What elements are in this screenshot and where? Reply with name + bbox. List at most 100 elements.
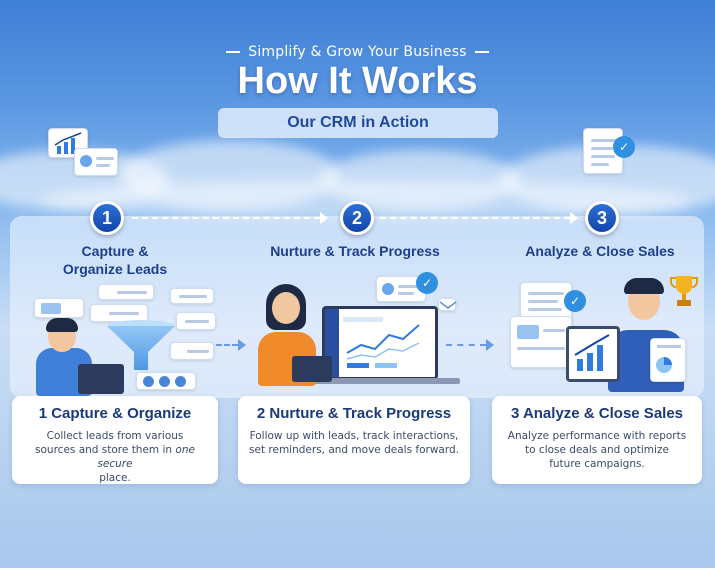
line — [591, 139, 617, 142]
line-chart-icon — [343, 317, 420, 368]
line — [187, 350, 209, 353]
step-badge-3: 3 — [585, 201, 619, 235]
line — [398, 292, 414, 295]
page-title: How It Works — [237, 60, 478, 102]
pie-chart-icon — [656, 345, 681, 373]
bottom-clouds — [0, 490, 715, 568]
step-heading-2: Nurture & Track Progress — [270, 243, 440, 259]
connector-1-2 — [132, 217, 320, 219]
flow-connector — [216, 344, 238, 346]
clipboard-icon — [566, 326, 620, 382]
line — [96, 164, 110, 167]
step-card-1-title: 1 Capture & Organize — [38, 405, 192, 422]
line — [179, 295, 207, 298]
card-text: Collect leads from various — [46, 430, 184, 442]
dash-left — [226, 51, 241, 53]
step-heading-1-line2: Organize Leads — [62, 261, 168, 277]
line — [398, 285, 420, 288]
line — [185, 320, 209, 323]
person-hair — [624, 278, 664, 294]
connector-2-3 — [380, 217, 570, 219]
analyze-sales-illustration: ✓ — [500, 268, 700, 394]
line — [591, 163, 609, 166]
line — [117, 291, 147, 294]
avatar-icon — [143, 376, 154, 387]
line — [591, 155, 615, 158]
checklist-document-icon: ✓ — [583, 128, 643, 178]
card-text: Analyze performance with reports — [507, 430, 687, 442]
arrow-right-icon — [320, 212, 328, 224]
laptop-base — [312, 378, 460, 384]
card-text: place. — [99, 472, 131, 484]
line — [109, 312, 139, 315]
line — [528, 300, 558, 303]
laptop-icon — [292, 356, 332, 382]
subtitle: Our CRM in Action — [218, 108, 498, 138]
line — [591, 147, 613, 150]
step-badge-2: 2 — [340, 201, 374, 235]
card-text: future campaigns. — [549, 458, 645, 470]
dash-right — [474, 51, 489, 53]
analytics-panel — [510, 316, 572, 368]
person-hair — [46, 318, 78, 332]
step-card-2: 2 Nurture & Track Progress Follow up wit… — [238, 396, 470, 484]
contact-card — [74, 148, 118, 176]
kicker-text: Simplify & Grow Your Business — [248, 44, 467, 60]
avatar-icon — [175, 376, 186, 387]
nurture-progress-illustration: ✓ — [240, 270, 470, 390]
step-heading-1-line1: Capture & — [81, 243, 149, 259]
step-card-3-title: 3 Analyze & Close Sales — [510, 405, 684, 422]
card-text: set reminders, and move deals forward. — [249, 444, 459, 456]
card-text-emphasis: one secure — [97, 444, 195, 470]
avatar-icon — [159, 376, 170, 387]
arrow-right-icon — [486, 339, 494, 351]
card-text: Follow up with leads, track interactions… — [249, 430, 459, 442]
line — [528, 292, 564, 295]
envelope-icon — [438, 298, 457, 311]
avatar-icon — [382, 283, 394, 295]
arrow-right-icon — [238, 339, 246, 351]
trophy-icon — [670, 276, 698, 306]
line — [543, 329, 565, 332]
card-text: sources and store them in — [35, 444, 173, 456]
header-kicker: Simplify & Grow Your Business — [0, 44, 715, 60]
flow-connector — [446, 344, 486, 346]
image-icon — [517, 325, 539, 339]
step-badge-1: 1 — [90, 201, 124, 235]
document — [583, 128, 623, 174]
cloud — [320, 150, 520, 210]
pie-report-document — [650, 338, 686, 382]
laptop-icon — [78, 364, 124, 394]
checkmark-icon: ✓ — [564, 290, 586, 312]
step-heading-1: Capture & Organize Leads — [30, 242, 200, 278]
bar-chart-icon — [574, 334, 610, 371]
person-head — [272, 292, 300, 324]
chart-and-contact-card-icon — [48, 128, 120, 178]
step-card-3: 3 Analyze & Close Sales Analyze performa… — [492, 396, 702, 484]
arrow-right-icon — [570, 212, 578, 224]
capture-leads-illustration — [20, 280, 230, 398]
step-card-3-text: Analyze performance with reports to clos… — [492, 429, 702, 471]
line — [517, 347, 565, 350]
lead-card — [170, 288, 214, 304]
lead-card — [170, 342, 214, 360]
lead-card — [98, 284, 154, 300]
envelope-glyph — [439, 301, 457, 309]
step-card-1: 1 Capture & Organize Collect leads from … — [12, 396, 218, 484]
image-card — [34, 298, 84, 318]
funnel-icon — [107, 320, 175, 370]
dashboard-screen — [322, 306, 438, 380]
avatar-icon — [80, 155, 92, 167]
checkmark-icon: ✓ — [613, 136, 635, 158]
step-card-1-text: Collect leads from various sources and s… — [12, 429, 218, 485]
card-text: to close deals and optimize — [525, 444, 669, 456]
line — [96, 157, 114, 160]
step-heading-3: Analyze & Close Sales — [525, 243, 675, 259]
step-card-2-title: 2 Nurture & Track Progress — [256, 405, 452, 422]
contacts-group — [136, 372, 196, 390]
line — [528, 308, 562, 311]
checkmark-icon: ✓ — [416, 272, 438, 294]
cloud — [120, 140, 340, 210]
step-card-2-text: Follow up with leads, track interactions… — [238, 429, 470, 457]
image-icon — [41, 303, 61, 314]
